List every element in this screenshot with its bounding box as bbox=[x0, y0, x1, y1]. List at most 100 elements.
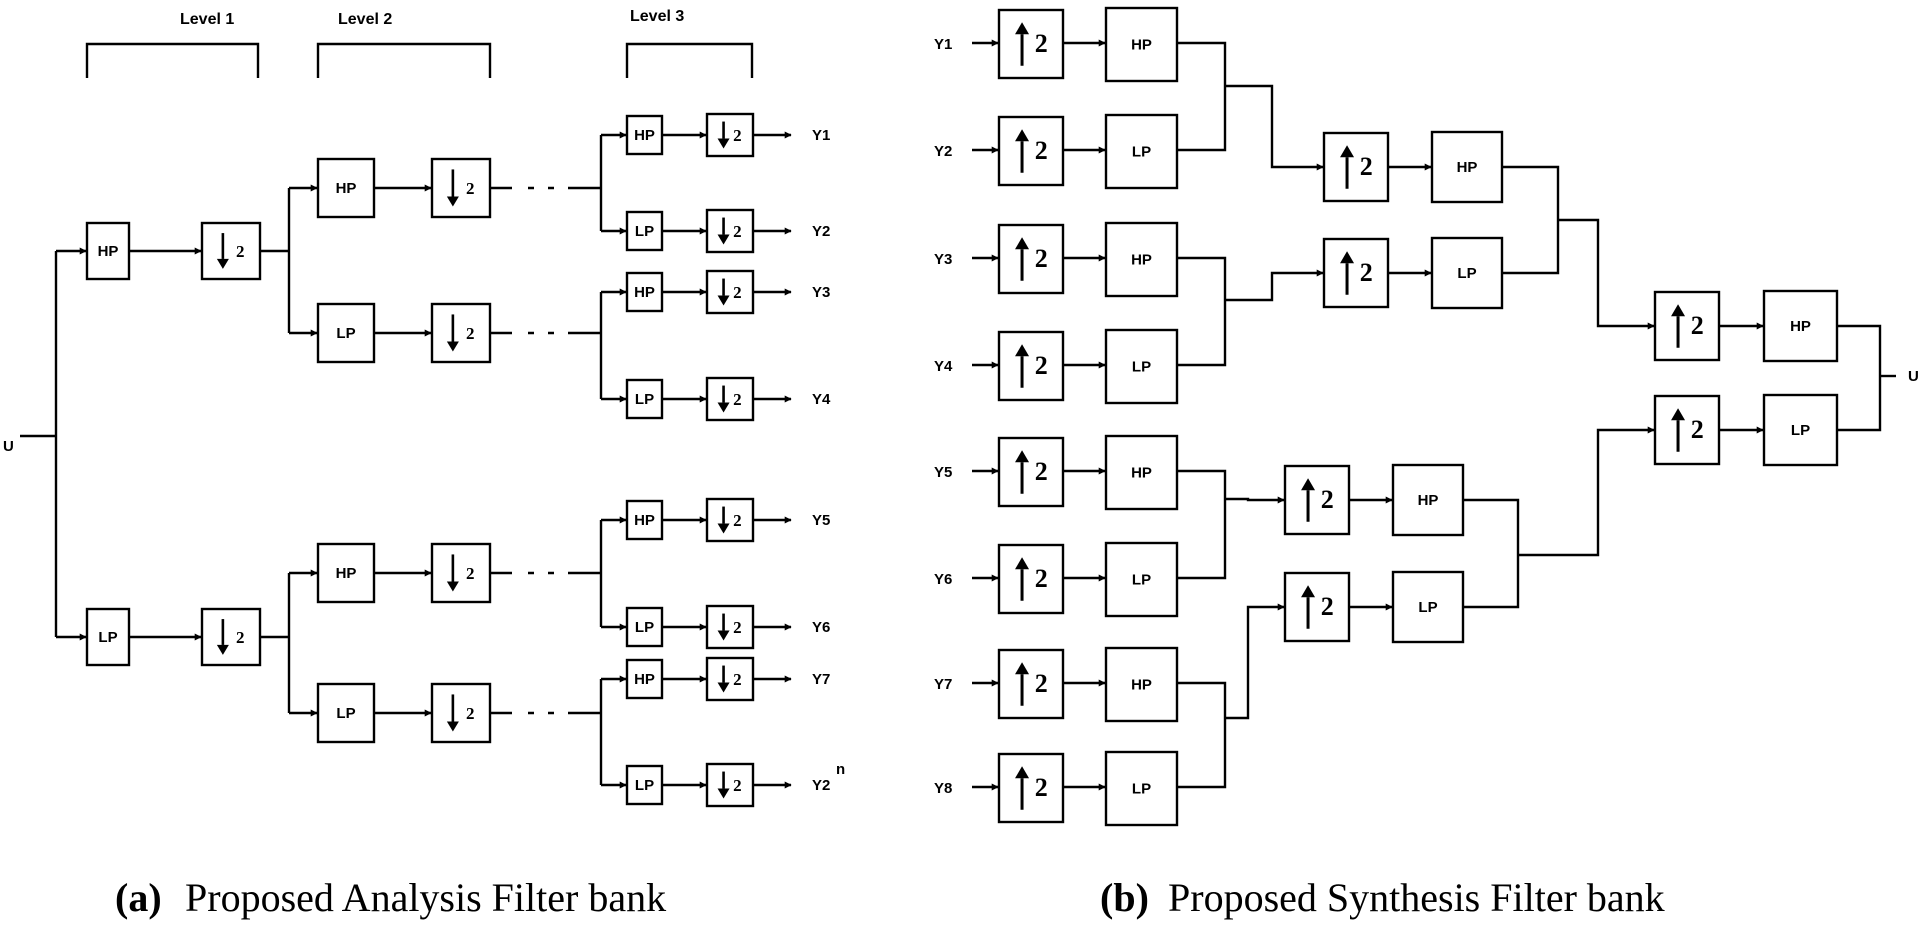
arrow-head bbox=[446, 581, 459, 592]
level3-downsampler bbox=[705, 762, 755, 808]
synthesis-input-y4: Y4 bbox=[934, 358, 953, 375]
level3-hp-filter bbox=[625, 114, 664, 156]
down-arrow-icon bbox=[717, 665, 730, 693]
stage1-hp-filter bbox=[1104, 221, 1179, 298]
up-arrow-icon bbox=[1301, 585, 1316, 629]
stage1-lp-filter-label: LP bbox=[1132, 143, 1151, 160]
merge-line bbox=[1463, 498, 1520, 609]
stage2-lp-filter bbox=[1430, 236, 1504, 310]
level3-hp-filter-label: HP bbox=[634, 671, 655, 688]
arrow-head bbox=[1015, 450, 1030, 463]
stage1-hp-filter bbox=[1104, 434, 1179, 511]
merge-line bbox=[1502, 165, 1560, 275]
level3-downsampler-factor: 2 bbox=[733, 511, 742, 530]
level3-downsampler-factor: 2 bbox=[733, 618, 742, 637]
stage1-upsampler-factor: 2 bbox=[1035, 773, 1048, 802]
level1-lp-filter bbox=[85, 607, 131, 667]
arrow-head bbox=[1671, 304, 1686, 317]
output-label-y7: Y7 bbox=[812, 671, 830, 688]
level2-downsampler-factor: 2 bbox=[466, 324, 475, 343]
stage1-upsampler bbox=[997, 223, 1065, 295]
stage3-hp-filter bbox=[1762, 289, 1839, 363]
level2-downsampler bbox=[430, 302, 492, 364]
stage2-hp-filter bbox=[1430, 130, 1504, 204]
arrow-head bbox=[1015, 344, 1030, 357]
arrow-head bbox=[1340, 145, 1355, 158]
level2-lp-filter-label: LP bbox=[336, 705, 355, 722]
stage2-upsampler-factor: 2 bbox=[1321, 485, 1334, 514]
merge-arrow bbox=[1558, 218, 1655, 330]
stage1-upsampler bbox=[997, 543, 1065, 615]
up-arrow-icon bbox=[1340, 251, 1355, 295]
stage3-hp-filter-label: HP bbox=[1790, 318, 1811, 335]
up-arrow-icon bbox=[1671, 408, 1686, 452]
stage2-hp-filter bbox=[1391, 463, 1465, 537]
level3-lp-filter-label: LP bbox=[635, 391, 654, 408]
arrow-head bbox=[216, 258, 229, 269]
level3-downsampler-factor: 2 bbox=[733, 222, 742, 241]
down-arrow-icon bbox=[446, 314, 459, 352]
merge-arrow bbox=[1225, 496, 1285, 504]
level3-hp-filter-label: HP bbox=[634, 127, 655, 144]
analysis-caption-text: Proposed Analysis Filter bank bbox=[185, 875, 666, 920]
stage1-hp-filter bbox=[1104, 646, 1179, 723]
stage1-lp-filter-label: LP bbox=[1132, 571, 1151, 588]
stage1-lp-filter-label: LP bbox=[1132, 780, 1151, 797]
arrow-head bbox=[446, 721, 459, 732]
arrow-head bbox=[717, 630, 730, 641]
up-arrow-icon bbox=[1015, 344, 1030, 388]
stage1-hp-filter bbox=[1104, 6, 1179, 83]
down-arrow-icon bbox=[717, 278, 730, 306]
level3-downsampler-factor: 2 bbox=[733, 670, 742, 689]
down-arrow-icon bbox=[717, 771, 730, 799]
synthesis-output-label: U bbox=[1908, 368, 1919, 385]
level3-downsampler-factor: 2 bbox=[733, 283, 742, 302]
arrow-head bbox=[446, 196, 459, 207]
stage1-upsampler bbox=[997, 648, 1065, 720]
level2-downsampler bbox=[430, 542, 492, 604]
stage2-lp-filter-label: LP bbox=[1418, 599, 1437, 616]
level1-downsampler-factor: 2 bbox=[236, 628, 245, 647]
arrow-head bbox=[1301, 478, 1316, 491]
level3-downsampler bbox=[705, 497, 755, 543]
up-arrow-icon bbox=[1015, 662, 1030, 706]
synthesis-input-y2: Y2 bbox=[934, 143, 952, 160]
stage1-lp-filter bbox=[1104, 750, 1179, 827]
arrow-head bbox=[717, 295, 730, 306]
synthesis-input-y3: Y3 bbox=[934, 251, 952, 268]
connection-lines bbox=[20, 39, 1896, 791]
level3-hp-filter bbox=[625, 499, 664, 541]
input-signal-label: U bbox=[3, 438, 14, 455]
stage2-hp-filter-label: HP bbox=[1457, 159, 1478, 176]
stage1-hp-filter-label: HP bbox=[1131, 464, 1152, 481]
merge-arrow bbox=[1518, 426, 1655, 557]
arrow-head bbox=[216, 644, 229, 655]
stage2-upsampler bbox=[1322, 237, 1390, 309]
up-arrow-icon bbox=[1301, 478, 1316, 522]
level3-lp-filter bbox=[625, 764, 664, 806]
level2-lp-filter bbox=[316, 682, 376, 744]
arrow-head bbox=[717, 523, 730, 534]
synthesis-input-y8: Y8 bbox=[934, 780, 952, 797]
stage2-upsampler-factor: 2 bbox=[1360, 258, 1373, 287]
stage2-upsampler bbox=[1283, 571, 1351, 643]
arrow-head bbox=[1340, 251, 1355, 264]
stage3-lp-filter-label: LP bbox=[1791, 422, 1810, 439]
stage1-hp-filter-label: HP bbox=[1131, 251, 1152, 268]
synthesis-input-y6: Y6 bbox=[934, 571, 952, 588]
stage3-lp-filter bbox=[1762, 393, 1839, 467]
level3-hp-filter-label: HP bbox=[634, 512, 655, 529]
output-label-y1: Y1 bbox=[812, 127, 830, 144]
stage3-upsampler bbox=[1653, 290, 1721, 362]
synthesis-input-y1: Y1 bbox=[934, 36, 952, 53]
synthesis-caption-label: (b) bbox=[1100, 875, 1149, 920]
merge-line bbox=[1177, 256, 1227, 367]
level-label: Level 3 bbox=[630, 8, 684, 25]
merge-line bbox=[1177, 681, 1227, 789]
level-bracket bbox=[625, 42, 754, 78]
level-label: Level 1 bbox=[180, 11, 234, 28]
stage2-upsampler-factor: 2 bbox=[1321, 592, 1334, 621]
stage2-upsampler bbox=[1283, 464, 1351, 536]
level3-downsampler-factor: 2 bbox=[733, 126, 742, 145]
